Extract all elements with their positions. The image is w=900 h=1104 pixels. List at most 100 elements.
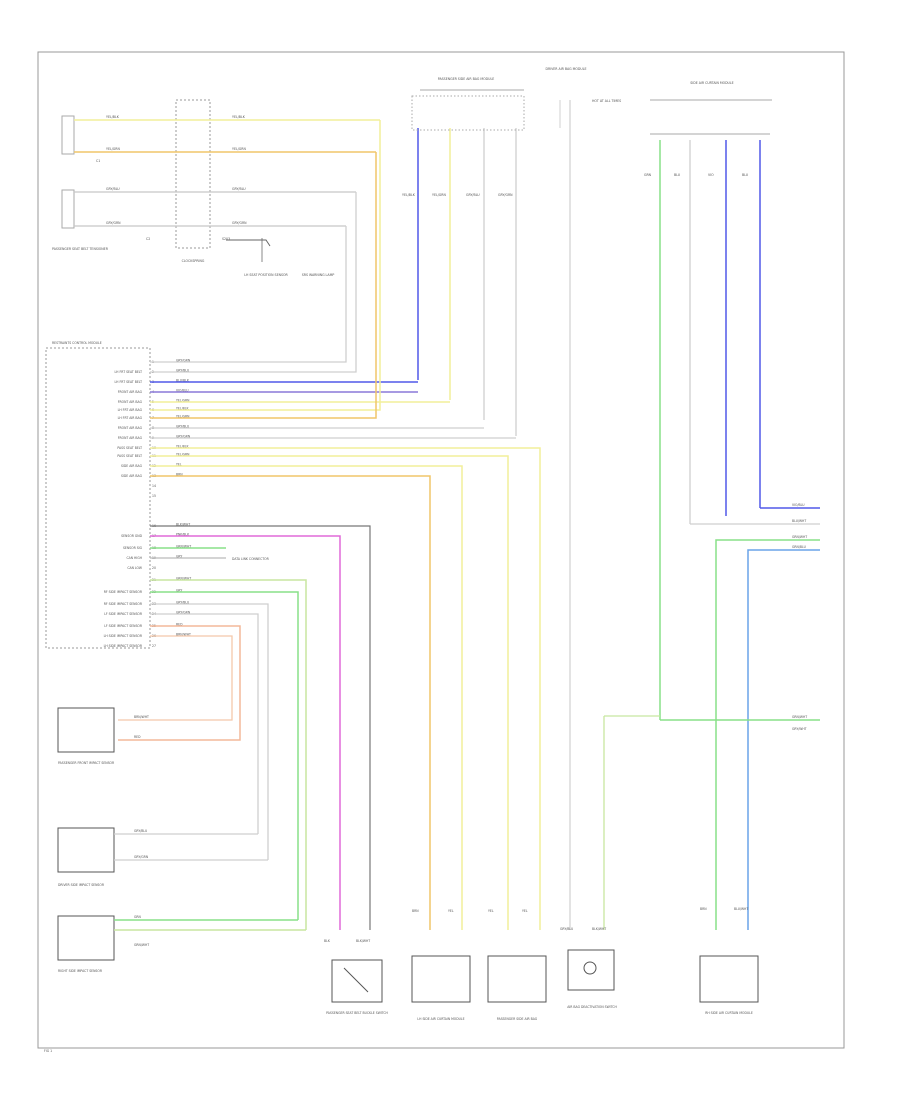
left-component-box-2 (57, 827, 115, 873)
module-pin-name: LF SIDE IMPACT SENSOR (104, 624, 143, 628)
top-connector-box (411, 95, 525, 131)
bottom-component-wire-1b: BLK/WHT (356, 939, 370, 943)
module-pin-number: 27 (152, 644, 156, 648)
module-pin-wire-color: BRN/WHT (176, 632, 191, 636)
module-pin-name: LH FRT SEAT BELT (114, 370, 142, 374)
module-pin-wire-color: GRY/BLU (176, 368, 189, 372)
run-green-3 (150, 591, 299, 920)
tr-pin-label-7: VIO (708, 173, 714, 177)
module-pin-wire-color: GRY (176, 588, 182, 592)
tr-pin-label-6: BLU (674, 173, 681, 177)
module-pin-wire-color: RED (176, 622, 183, 626)
top-left-area: CLOCKSPRING YEL/BLK YEL/GRN YEL/BLK YEL/… (52, 99, 380, 277)
module-pin-name: SENSOR SIG (123, 546, 143, 550)
tr-pin-label-4: GRY/GRN (498, 193, 513, 197)
module-pin-wire-color: YEL/GRN (176, 452, 190, 456)
left-component-box-1 (57, 707, 115, 753)
deactivation-switch-dial (583, 961, 597, 975)
module-pin-wire-color: GRY/GRN (176, 358, 191, 362)
tl-module-label: PASSENGER SEAT BELT TENSIONER (52, 247, 109, 251)
module-pin-wire-color: YEL/GRN (176, 398, 190, 402)
right-wire-labels: VIO/BLU BLU/WHT GRN/WHT GRN/BLU GRN/WHT … (792, 503, 807, 731)
module-pin-name: LH FRT AIR BAG (118, 408, 143, 412)
bottom-component-box-4 (567, 949, 615, 991)
module-wire-runs (118, 120, 820, 930)
bottom-component-wire-5a: BRN (700, 907, 707, 911)
run-yel-2 (150, 120, 381, 411)
left-component-wire-3b: GRN/WHT (134, 943, 149, 947)
module-pin-name: FRONT AIR BAG (118, 390, 143, 394)
footer-tag: FIG 1 (44, 1049, 52, 1053)
module-pin-wire-color: GRN/WHT (176, 576, 191, 580)
module-pin-wire-color: YEL/GRN (176, 414, 190, 418)
bottom-component-box-2 (411, 955, 471, 1003)
tr-pin-label-5: GRN (644, 173, 652, 177)
right-wire-label-2: BLU/WHT (792, 519, 806, 523)
run-yel-4 (150, 455, 509, 930)
module-pin-wire-color: GRY/GRN (176, 434, 191, 438)
left-component-box-3 (57, 915, 115, 961)
tr-header-mid: DRIVER AIR BAG MODULE (545, 67, 586, 71)
tr-header-right: SIDE AIR CURTAIN MODULE (690, 81, 733, 85)
bottom-component-wire-2b: YEL (448, 909, 454, 913)
left-component-wire-2b: GRY/GRN (134, 855, 149, 859)
module-pin-wire-color: GRY/GRN (176, 610, 191, 614)
run-orange-2 (150, 475, 431, 930)
left-component-wire-1b: RED (134, 735, 141, 739)
tl-wire-label-1: YEL/BLK (106, 115, 120, 119)
run-gray-6 (150, 603, 269, 860)
tr-pin-label-2: YEL/GRN (432, 193, 446, 197)
left-components: PASSENGER FRONT IMPACT SENSOR BRN/WHT RE… (57, 707, 306, 973)
module-pin-name: PASS SEAT BELT (117, 446, 142, 450)
module-pin-name: LH FRT SEAT BELT (114, 380, 142, 384)
module-outline (45, 347, 151, 649)
module-pin-wire-color: GRY/BLU (176, 600, 189, 604)
module-pin-wire-color: GRN/WHT (176, 544, 191, 548)
module-pin-number: 20 (152, 566, 156, 570)
top-right-area: PASSENGER SIDE AIR BAG MODULE DRIVER AIR… (402, 67, 772, 930)
module-pin-wire-color: YEL/BLK (176, 406, 189, 410)
run-gray-1 (150, 226, 347, 363)
bottom-component-label-2: LH SIDE AIR CURTAIN MODULE (417, 1017, 464, 1021)
bottom-component-wire-3b: YEL (522, 909, 528, 913)
module-pin-name: FRONT AIR BAG (118, 426, 143, 430)
left-loop-1 (61, 115, 75, 155)
bottom-component-wire-3a: YEL (488, 909, 494, 913)
tr-pin-label-1: YEL/BLK (402, 193, 416, 197)
run-yel-3 (150, 447, 541, 930)
tl-splice-label: S203 (222, 237, 230, 241)
tr-side-note: HOT AT ALL TIMES (592, 99, 621, 103)
right-wire-label-5: GRN/WHT (792, 715, 807, 719)
bottom-components: PASSENGER SEAT BELT BUCKLE SWITCH BLK BL… (44, 907, 759, 1053)
module-pin-name: LH FRT AIR BAG (118, 416, 143, 420)
bottom-component-label-3: PASSENGER SIDE AIR BAG (497, 1017, 538, 1021)
buckle-switch-blade (343, 967, 369, 993)
diagram-frame (37, 51, 845, 1049)
module-title: RESTRAINTS CONTROL MODULE (52, 341, 102, 345)
clockspring-label: CLOCKSPRING (182, 259, 205, 263)
bottom-component-wire-1a: BLK (324, 939, 331, 943)
module-pin-name: RF SIDE IMPACT SENSOR (104, 590, 143, 594)
tl-wire-label-7: GRY/GRN (106, 221, 121, 225)
module-pin-wire-color: YEL (176, 462, 182, 466)
left-component-wire-3a: GRN (134, 915, 142, 919)
left-component-wire-2a: GRY/BLU (134, 829, 147, 833)
module-pin-wire-color: BRN (176, 472, 183, 476)
sensor-lead (226, 239, 271, 247)
module-pin-name: CAN LOW (127, 566, 142, 570)
run-pink (150, 535, 341, 930)
module-pin-name: RF SIDE IMPACT SENSOR (104, 602, 143, 606)
tl-wire-label-2: YEL/GRN (106, 147, 120, 151)
module-pin-number: 15 (152, 494, 156, 498)
run-green-2 (150, 579, 307, 930)
right-wire-label-4: GRN/BLU (792, 545, 806, 549)
module-pin-wire-color: GRY/BLU (176, 424, 189, 428)
tr-pin-label-3: GRY/BLU (466, 193, 480, 197)
module-pin-name: FRONT AIR BAG (118, 400, 143, 404)
module-pin-wire-color: BLU/BLK (176, 378, 190, 382)
bottom-component-label-5: RH SIDE AIR CURTAIN MODULE (705, 1011, 753, 1015)
right-wire-label-1: VIO/BLU (792, 503, 804, 507)
run-dark-1 (150, 525, 371, 930)
